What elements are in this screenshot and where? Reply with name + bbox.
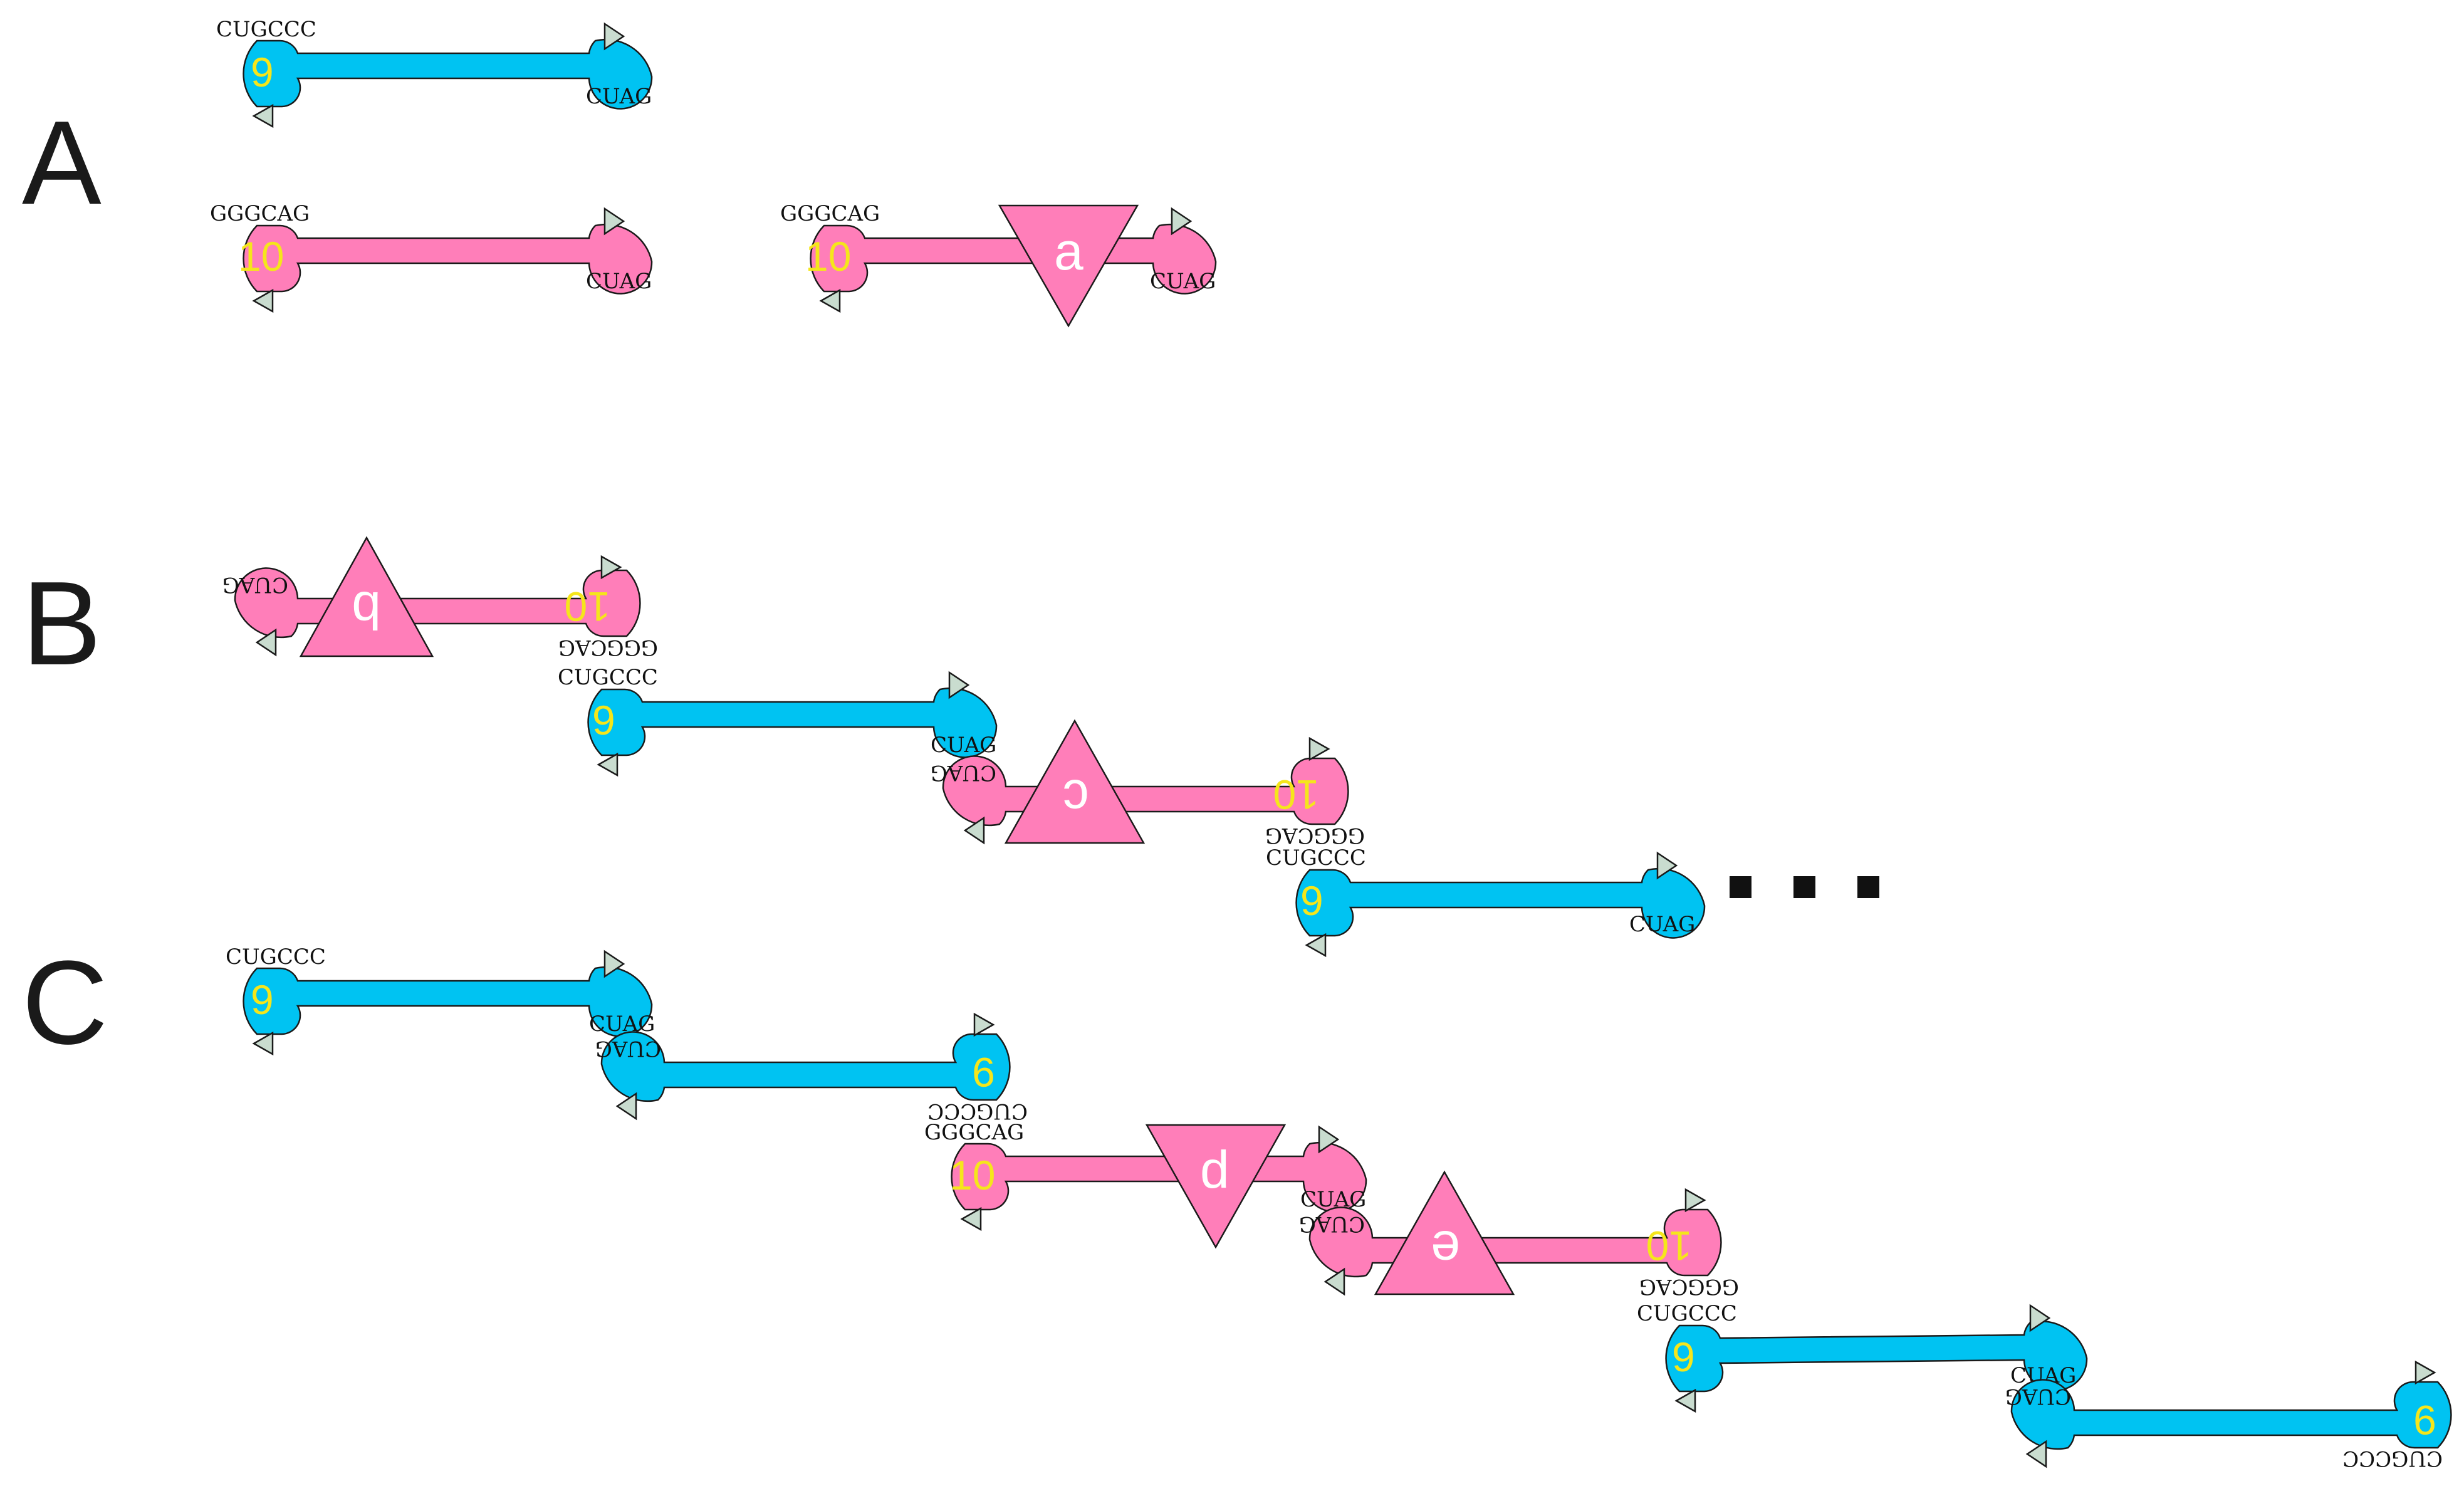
sequence-5p: GGGCAG: [780, 201, 880, 226]
strand-b-pink-insert-c: 10 c GGGCAG CUAG: [931, 719, 1365, 848]
loop-number: 10: [1273, 772, 1319, 818]
sequence-cuag: CUAG: [2005, 1384, 2071, 1409]
arrow-5p-icon: [1171, 207, 1193, 236]
arrow-5p-icon: [2414, 1360, 2436, 1385]
arrow-5p-icon: [1684, 1188, 1706, 1213]
insert-triangle-d: [1145, 1124, 1287, 1249]
insert-label-b: b: [352, 581, 381, 640]
arrow-5p-icon: [603, 22, 625, 51]
insert-label-a: a: [1054, 222, 1083, 281]
insert-label-e: e: [1431, 1220, 1460, 1279]
arrow-5p-icon: [973, 1012, 995, 1037]
arrow-5p-icon: [603, 207, 625, 236]
arrow-3p-icon: [819, 288, 841, 313]
strand-c-blue-4-flipped: 9 CUGCCC CUAG: [2005, 1360, 2452, 1471]
continuation-ellipsis: [1730, 876, 1879, 898]
loop-number: 9: [1300, 877, 1323, 924]
sequence-cuag: CUAG: [1629, 912, 1695, 937]
sequence-cuag: CUAG: [1299, 1211, 1365, 1237]
insert-triangle-e: [1374, 1170, 1515, 1295]
sequence-5p: GGGCAG: [210, 201, 310, 226]
arrow-3p-icon: [252, 103, 274, 128]
arrow-5p-icon: [948, 671, 970, 699]
sequence-cuag: CUAG: [931, 733, 996, 758]
panel-label-b: B: [22, 557, 102, 690]
sequence-cuag: CUAG: [586, 84, 652, 109]
strand-body: [1295, 867, 1706, 939]
sequence-5p: GGGCAG: [558, 635, 658, 660]
strand-c-pink-insert-e: 10 e GGGCAG CUAG: [1299, 1170, 1739, 1299]
panel-label-a: A: [22, 97, 102, 229]
arrow-3p-icon: [597, 752, 619, 777]
insert-triangle-a: [998, 204, 1139, 328]
arrow-3p-icon: [963, 816, 985, 845]
arrow-3p-icon: [252, 288, 274, 313]
loop-number: 9: [1672, 1334, 1695, 1380]
sequence-cuag: CUAG: [589, 1012, 655, 1037]
strand-c-blue-1: 9 CUGCCC CUAG: [226, 944, 655, 1056]
strand-b-blue-2: 9 CUGCCC CUAG: [1266, 845, 1706, 958]
arrow-3p-icon: [2025, 1440, 2047, 1468]
insert-triangle-b: [299, 536, 434, 657]
loop-number: 10: [565, 583, 610, 630]
sequence-5p: CUGCCC: [216, 17, 316, 42]
strand-body: [2010, 1379, 2452, 1450]
loop-number: 9: [972, 1049, 995, 1096]
ellipsis-dot: [1730, 876, 1751, 898]
arrow-5p-icon: [600, 555, 622, 580]
insert-label-c: c: [1063, 769, 1089, 828]
arrow-5p-icon: [2029, 1304, 2051, 1332]
loop-number: 9: [251, 49, 274, 95]
arrow-3p-icon: [1305, 933, 1327, 958]
sequence-cuag: CUAG: [586, 269, 652, 294]
strand-c-pink-insert-d: 10 d GGGCAG CUAG: [924, 1120, 1367, 1249]
sequence-cuag: CUAG: [1150, 269, 1216, 294]
strand-body: [243, 38, 653, 110]
loop-number: 10: [949, 1152, 995, 1198]
sequence-5p: GGGCAG: [1639, 1274, 1739, 1299]
strand-a-blue: 9 CUGCCC CUAG: [216, 17, 653, 128]
arrow-5p-icon: [603, 950, 625, 978]
sequence-5p: CUGCCC: [226, 944, 326, 970]
sequence-5p: CUGCCC: [1637, 1301, 1737, 1326]
strand-b-pink-insert-b: 10 b GGGCAG CUAG: [222, 536, 658, 660]
loop-number: 10: [1646, 1223, 1692, 1269]
sequence-cuag: CUAG: [222, 572, 288, 597]
arrow-3p-icon: [1674, 1388, 1696, 1413]
loop-number: 9: [592, 697, 615, 743]
strand-body: [243, 223, 653, 295]
strand-a-pink-10: 10 GGGCAG CUAG: [210, 201, 653, 313]
sequence-5p: CUGCCC: [2342, 1446, 2443, 1471]
arrow-5p-icon: [1318, 1125, 1340, 1154]
strand-a-pink-insert-a: 10 a GGGCAG CUAG: [780, 201, 1217, 328]
arrow-3p-icon: [1323, 1267, 1345, 1296]
ellipsis-dot: [1857, 876, 1879, 898]
arrow-3p-icon: [615, 1092, 637, 1121]
sequence-5p: CUGCCC: [1266, 845, 1366, 871]
strand-body: [600, 1031, 1011, 1102]
arrow-5p-icon: [1656, 851, 1678, 880]
sequence-cuag: CUAG: [595, 1036, 661, 1061]
sequence-cuag: CUAG: [931, 760, 996, 785]
panel-label-c: C: [22, 936, 108, 1069]
loop-number: 10: [238, 233, 284, 280]
sequence-5p: CUGCCC: [558, 665, 658, 690]
insert-label-d: d: [1200, 1140, 1229, 1199]
loop-number: 9: [251, 976, 274, 1023]
arrow-5p-icon: [1308, 736, 1330, 761]
sequence-5p: GGGCAG: [1265, 823, 1365, 848]
strand-c-blue-3: 9 CUGCCC CUAG: [1637, 1301, 2088, 1413]
ellipsis-dot: [1793, 876, 1815, 898]
loop-number: 9: [2413, 1397, 2436, 1443]
arrow-3p-icon: [960, 1206, 982, 1232]
insert-triangle-c: [1004, 719, 1146, 844]
arrow-3p-icon: [255, 628, 277, 657]
loop-number: 10: [805, 233, 851, 280]
arrow-3p-icon: [252, 1031, 274, 1056]
strand-b-blue-1: 9 CUGCCC CUAG: [558, 665, 998, 777]
sequence-5p: CUGCCC: [927, 1099, 1028, 1124]
strand-c-blue-2-flipped: 9 CUGCCC CUAG: [595, 1012, 1028, 1124]
sequence-5p: GGGCAG: [924, 1120, 1024, 1145]
